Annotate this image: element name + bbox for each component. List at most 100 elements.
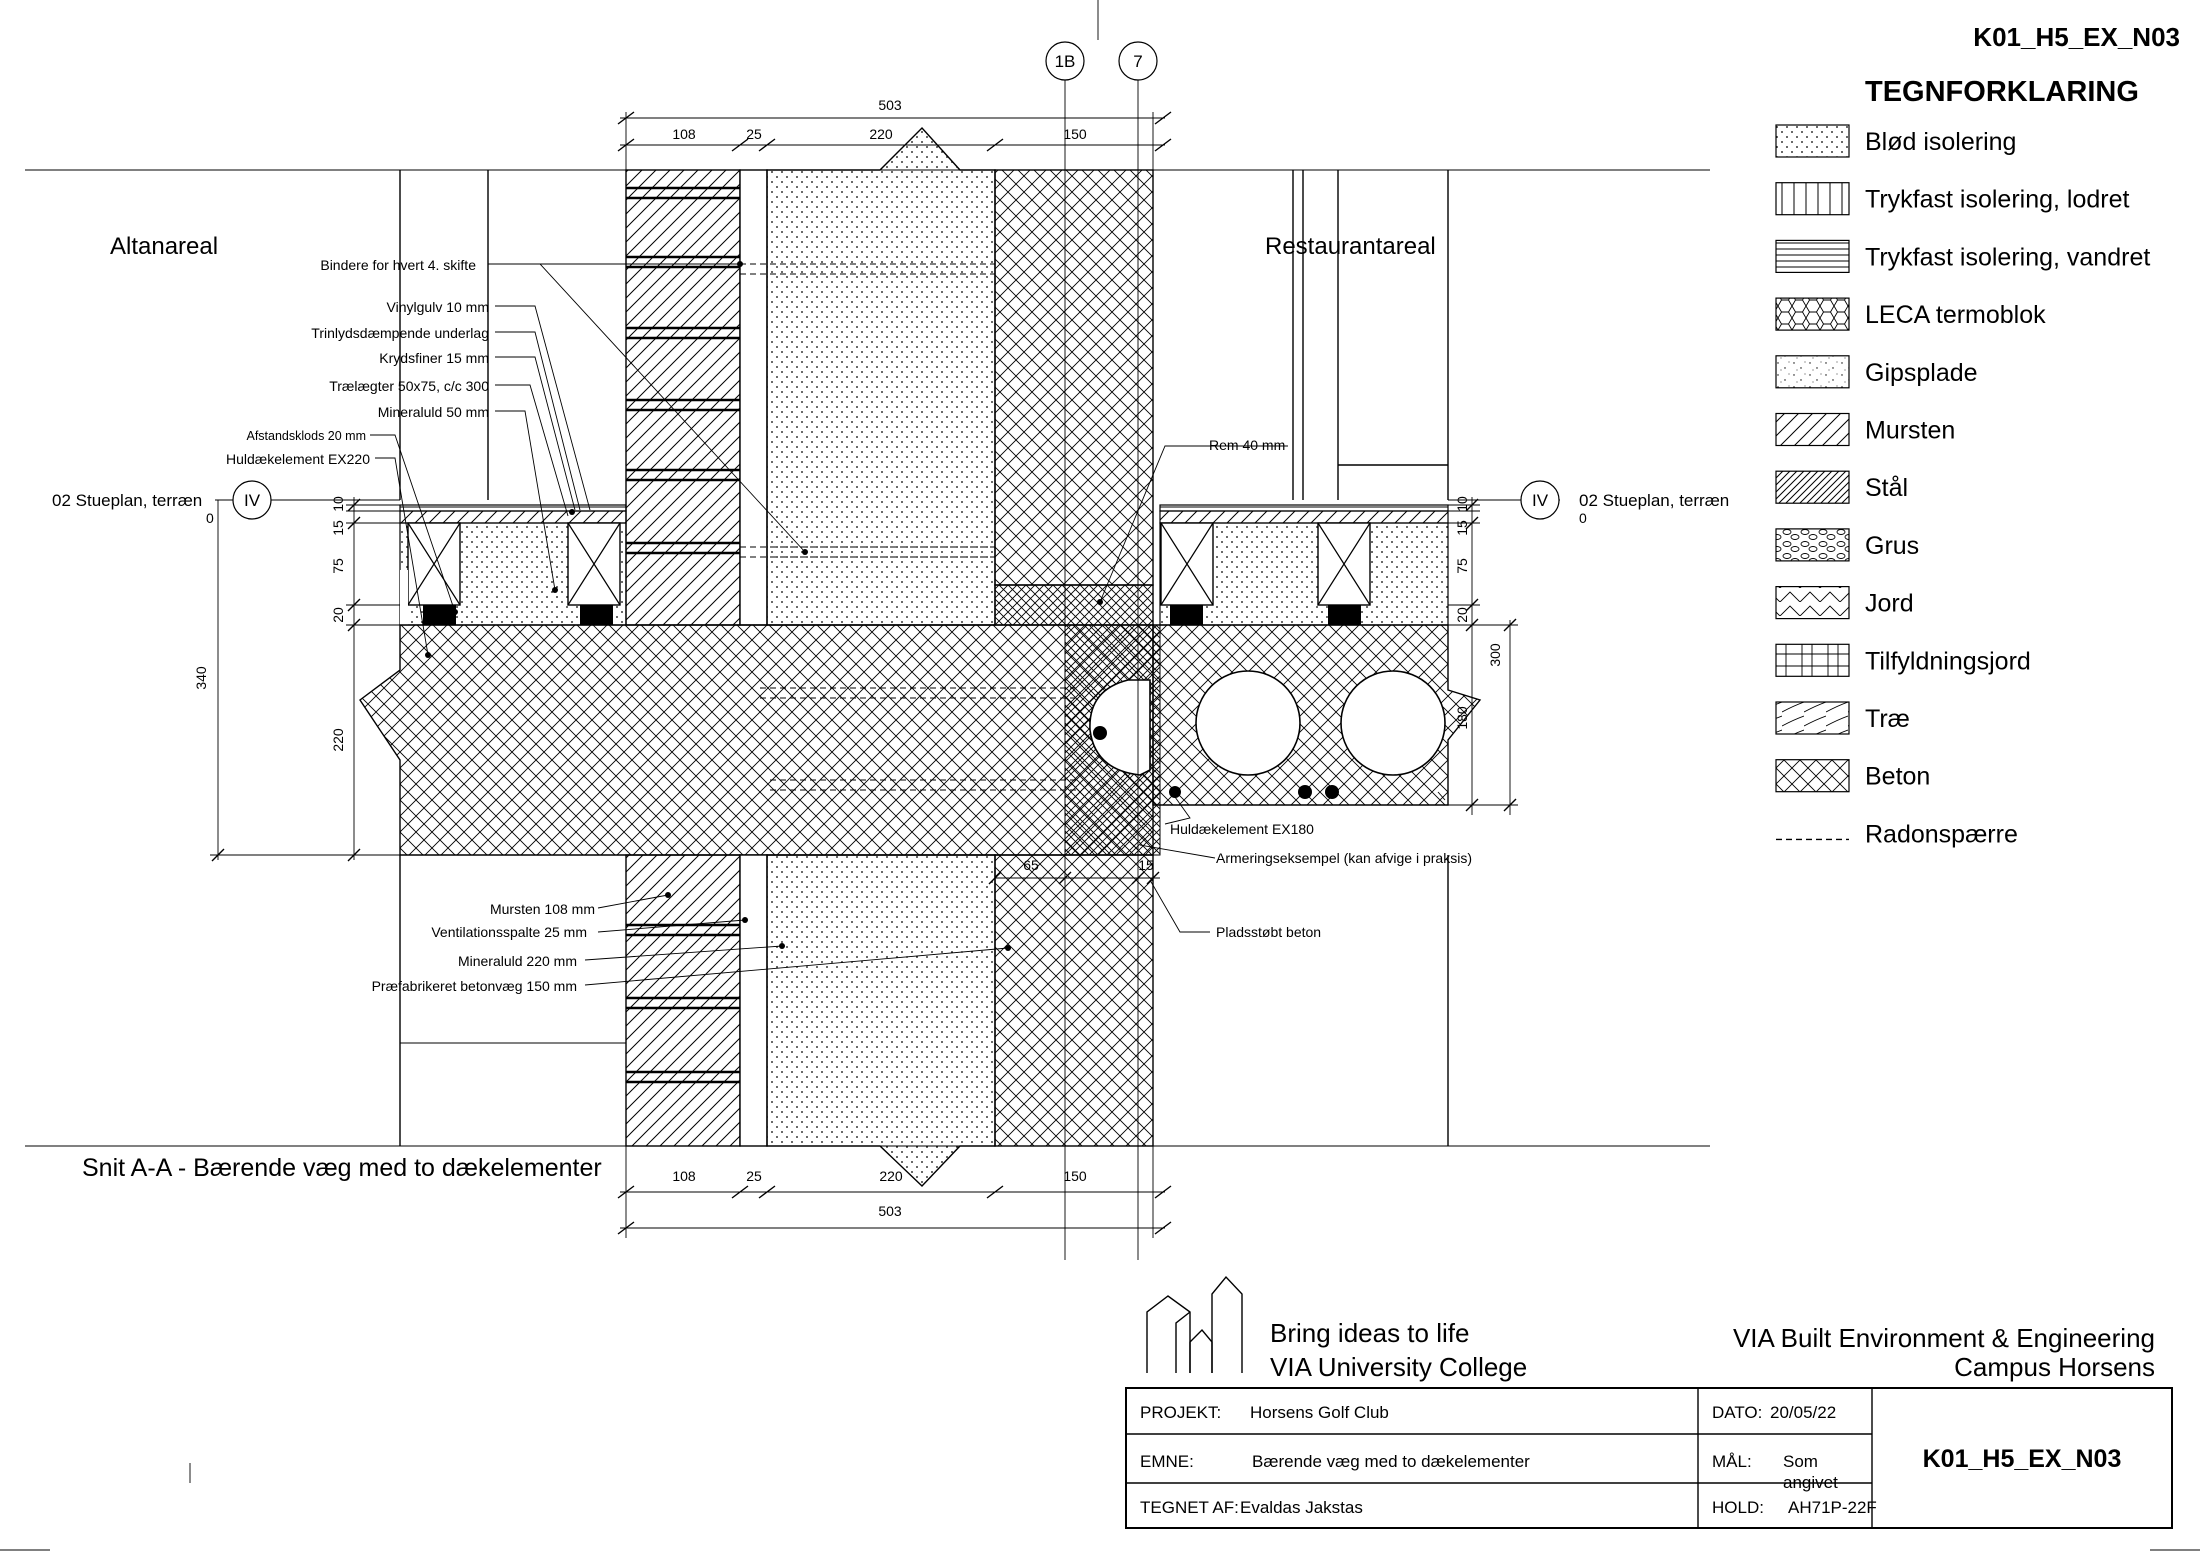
label-huld-ex220: Huldækelement EX220 [226, 451, 370, 467]
title-block-code: K01_H5_EX_N03 [1923, 1445, 2122, 1473]
legend-label-3: LECA termoblok [1865, 301, 2046, 329]
dim-left-total: 340 [193, 666, 209, 690]
emne-label: EMNE: [1140, 1452, 1194, 1471]
legend-label-7: Grus [1865, 532, 1919, 560]
legend-label-0: Blød isolering [1865, 128, 2016, 156]
right-floor [1159, 504, 1449, 626]
legend-label-2: Trykfast isolering, vandret [1865, 243, 2150, 271]
legend-label-9: Tilfyldningsjord [1865, 647, 2031, 675]
slogan-line-1: Bring ideas to life [1270, 1318, 1469, 1348]
dato-value: 20/05/22 [1770, 1403, 1836, 1422]
slogan-line-2: VIA University College [1270, 1352, 1527, 1382]
emne-value: Bærende væg med to dækelementer [1252, 1452, 1530, 1471]
hold-value: AH71P-22F [1788, 1498, 1877, 1517]
legend-swatch-6 [1775, 470, 1850, 504]
left-material-labels: Bindere for hvert 4. skifte Vinylgulv 10… [226, 257, 595, 994]
label-krydsfiner: Krydsfiner 15 mm [379, 350, 489, 366]
legend-swatch-8 [1775, 585, 1850, 620]
label-ventilation: Ventilationsspalte 25 mm [431, 924, 587, 940]
legend-title: TEGNFORKLARING [1865, 76, 2139, 108]
dim-top-part-1: 108 [672, 126, 696, 142]
via-logo-icon [1146, 1275, 1243, 1373]
dim-left-75: 75 [330, 558, 346, 574]
bottom-dimensions: 108 25 220 150 503 [617, 1146, 1172, 1238]
dim-top-part-2: 25 [746, 126, 762, 142]
legend-swatch-9 [1775, 643, 1850, 677]
left-vertical-dimensions: 340 10 15 75 20 220 [193, 496, 400, 862]
level-left-name: 02 Stueplan, terræn [52, 491, 202, 510]
legend-label-5: Mursten [1865, 417, 1955, 445]
maal-value-1: Som [1783, 1452, 1818, 1471]
legend-swatch-4 [1775, 355, 1850, 389]
dim-right-20: 20 [1454, 607, 1470, 623]
dim-col-15: 15 [1138, 857, 1154, 873]
section-title: Snit A-A - Bærende væg med to dækelement… [82, 1154, 602, 1182]
dim-right-10: 10 [1454, 496, 1470, 512]
dim-bottom-part-2: 25 [746, 1168, 762, 1184]
grid-marker-1b: 1B [1045, 41, 1085, 81]
dim-right-total: 300 [1487, 643, 1503, 667]
legend-swatch-7 [1775, 528, 1850, 562]
dim-right-180: 180 [1454, 706, 1470, 730]
legend-label-12: Radonspærre [1865, 820, 2018, 848]
dato-label: DATO: [1712, 1403, 1762, 1422]
label-vinylgulv: Vinylgulv 10 mm [387, 299, 489, 315]
label-bindere: Bindere for hvert 4. skifte [320, 257, 476, 273]
dim-top-part-3: 220 [869, 126, 893, 142]
label-armering: Armeringseksempel (kan afvige i praksis) [1216, 850, 1472, 866]
level-right-value: 0 [1579, 510, 1587, 526]
legend-label-6: Stål [1865, 474, 1908, 502]
legend-label-11: Beton [1865, 763, 1930, 791]
legend-swatch-3 [1775, 297, 1850, 331]
projekt-label: PROJEKT: [1140, 1403, 1221, 1422]
dim-bottom-total: 503 [878, 1203, 902, 1219]
dim-left-220: 220 [330, 728, 346, 752]
title-block: Bring ideas to life VIA University Colle… [1125, 1275, 2173, 1529]
label-rem: Rem 40 mm [1209, 437, 1285, 453]
legend-swatch-5 [1775, 412, 1850, 447]
level-right-symbol: IV [1532, 491, 1549, 510]
org-line-1: VIA Built Environment & Engineering [1733, 1323, 2155, 1353]
room-left-name: Altanareal [110, 233, 218, 260]
projekt-value: Horsens Golf Club [1250, 1403, 1389, 1422]
label-pladsstoebt: Pladsstøbt beton [1216, 924, 1321, 940]
sheet-code-top: K01_H5_EX_N03 [1973, 22, 2180, 52]
legend-label-8: Jord [1865, 590, 1914, 618]
lower-wall [625, 854, 1154, 1187]
label-afstandsklods: Afstandsklods 20 mm [247, 429, 367, 443]
right-vertical-dimensions: 10 15 75 20 180 300 [1448, 496, 1518, 815]
legend-swatch-0 [1775, 124, 1850, 158]
room-right-name: Restaurantareal [1265, 233, 1436, 260]
legend-label-10: Træ [1865, 705, 1910, 733]
org-line-2: Campus Horsens [1954, 1352, 2155, 1382]
level-right-name: 02 Stueplan, terræn [1579, 491, 1729, 510]
label-mineraluld-50: Mineraluld 50 mm [378, 404, 489, 420]
level-left-value: 0 [206, 510, 214, 526]
dim-left-10: 10 [330, 496, 346, 512]
leader-dots [425, 261, 1103, 951]
floor-slabs [359, 624, 1482, 856]
legend-label-1: Trykfast isolering, lodret [1865, 186, 2129, 214]
label-mineraluld-220: Mineraluld 220 mm [458, 953, 577, 969]
legend-swatch-10 [1775, 701, 1850, 735]
label-huld-ex180: Huldækelement EX180 [1170, 821, 1314, 837]
legend-swatch-11 [1775, 759, 1850, 793]
tegnet-label: TEGNET AF: [1140, 1498, 1239, 1517]
hold-label: HOLD: [1712, 1498, 1764, 1517]
leader-lines [370, 263, 1446, 986]
tegnet-value: Evaldas Jakstas [1240, 1498, 1363, 1517]
maal-label: MÅL: [1712, 1452, 1752, 1471]
dim-bottom-part-1: 108 [672, 1168, 696, 1184]
top-dimensions: 503 108 25 220 150 [617, 97, 1172, 170]
legend-swatch-1 [1775, 182, 1850, 216]
left-room-lines [399, 170, 626, 1146]
label-betonvaeg: Præfabrikeret betonvæg 150 mm [372, 978, 577, 994]
dim-bottom-part-3: 220 [879, 1168, 903, 1184]
dim-top-total: 503 [878, 97, 902, 113]
grid-marker-7-text: 7 [1133, 52, 1142, 71]
dim-left-15: 15 [330, 520, 346, 536]
dim-right-15: 15 [1454, 520, 1470, 536]
